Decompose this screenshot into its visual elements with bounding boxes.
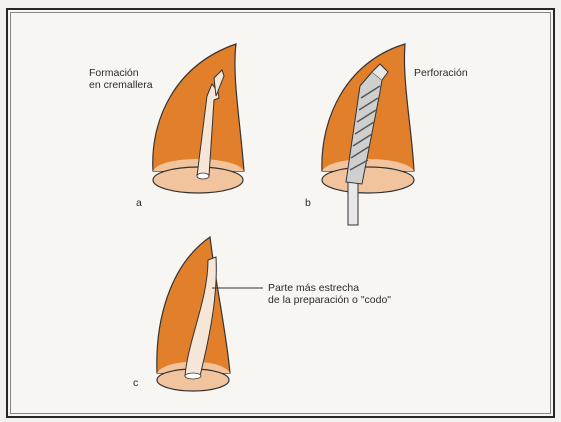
root-figure-b bbox=[322, 44, 414, 225]
label-perforacion: Perforación bbox=[414, 67, 468, 79]
label-formacion-line2: en cremallera bbox=[89, 79, 153, 91]
label-codo-line1: Parte más estrecha bbox=[268, 282, 391, 294]
label-formacion-line1: Formación bbox=[89, 67, 153, 79]
root-figure-a bbox=[153, 44, 244, 193]
label-b: b bbox=[305, 197, 311, 209]
label-codo-line2: de la preparación o "codo" bbox=[268, 294, 391, 306]
label-codo: Parte más estrecha de la preparación o "… bbox=[268, 282, 391, 306]
instrument-shaft bbox=[348, 180, 358, 225]
label-formacion: Formación en cremallera bbox=[89, 67, 153, 91]
root-figure-c bbox=[157, 237, 263, 391]
label-c: c bbox=[133, 377, 138, 389]
root-base-b bbox=[322, 167, 414, 193]
label-a: a bbox=[136, 197, 142, 209]
